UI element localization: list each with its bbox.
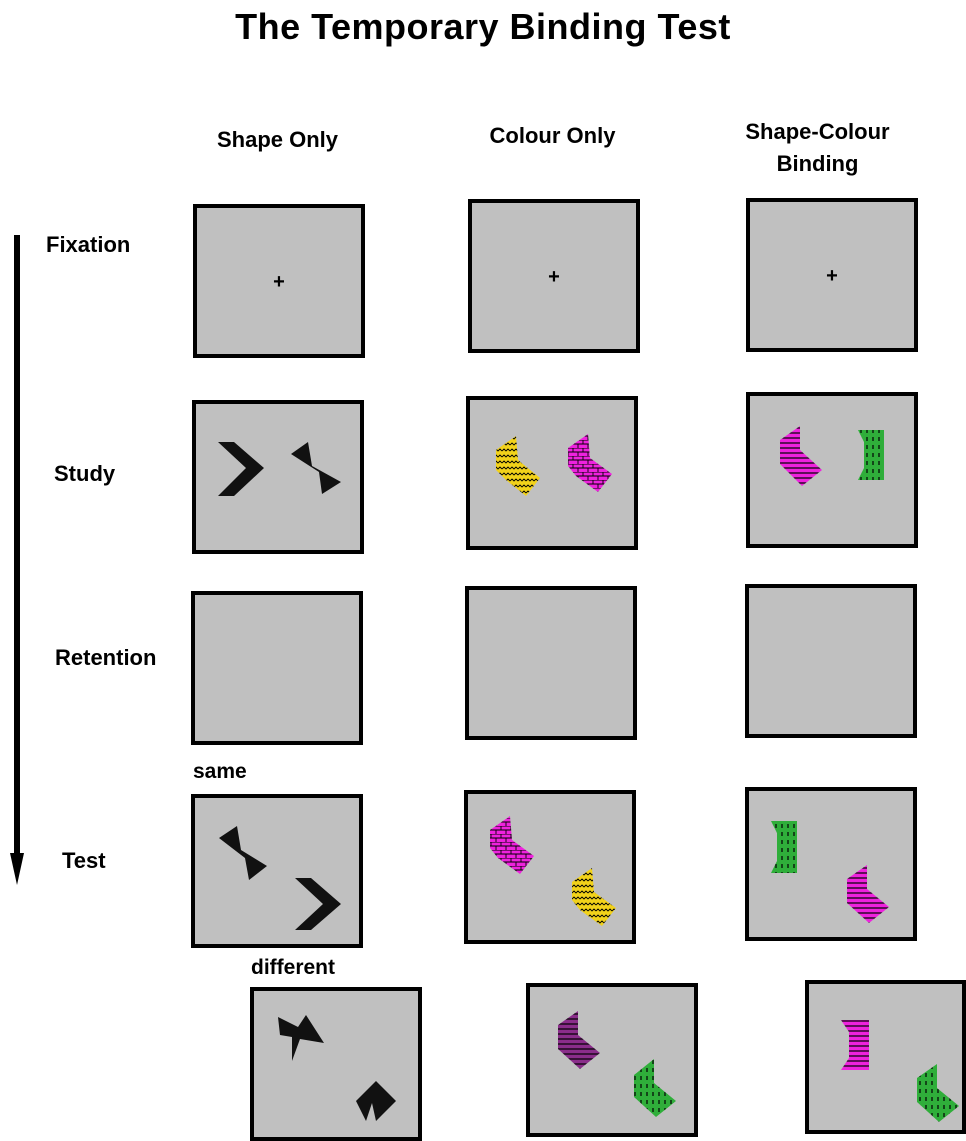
fixation-cross-icon: + xyxy=(273,271,285,293)
green-bracket-shape-icon xyxy=(858,430,884,480)
magenta-bracket-shape-icon xyxy=(841,1020,869,1070)
purple-striped-shape-icon xyxy=(558,1011,600,1069)
test-label-different: different xyxy=(251,956,335,979)
fixation-cross-icon: + xyxy=(826,265,838,287)
column-header-binding-line1: Shape-Colour xyxy=(745,119,890,144)
panel-shape-only-test-same xyxy=(191,794,363,948)
row-label-retention: Retention xyxy=(55,645,157,670)
panel-colour-only-fixation: + xyxy=(468,199,640,353)
chevron-shape-icon xyxy=(295,878,341,930)
yellow-shape-icon xyxy=(572,868,616,926)
magenta-shape-icon xyxy=(568,434,612,492)
column-header-shape-only: Shape Only xyxy=(216,127,339,152)
panel-binding-fixation: + xyxy=(746,198,918,352)
row-label-fixation: Fixation xyxy=(46,232,131,257)
chevron-shape-icon xyxy=(218,442,264,496)
zigzag-shape-icon xyxy=(219,826,267,880)
magenta-shape-icon xyxy=(490,816,534,874)
magenta-striped-shape-icon xyxy=(780,426,822,486)
panel-binding-test-same xyxy=(745,787,917,941)
magenta-striped-shape-icon xyxy=(847,865,889,923)
fixation-cross-icon: + xyxy=(548,266,560,288)
panel-colour-only-test-same xyxy=(464,790,636,944)
panel-binding-study xyxy=(746,392,918,548)
column-header-shape-colour-binding: Shape-Colour Binding xyxy=(735,116,900,180)
panel-colour-only-retention xyxy=(465,586,637,740)
panel-binding-test-different xyxy=(805,980,966,1134)
test-label-same: same xyxy=(193,760,247,783)
panel-binding-retention xyxy=(745,584,917,738)
green-shape-icon xyxy=(917,1064,959,1122)
page-title: The Temporary Binding Test xyxy=(235,6,731,47)
row-label-test: Test xyxy=(62,848,106,873)
panel-colour-only-test-different xyxy=(526,983,698,1137)
yellow-shape-icon xyxy=(496,436,540,496)
panel-shape-only-fixation: + xyxy=(193,204,365,358)
star-shape-icon xyxy=(278,1015,324,1061)
row-label-study: Study xyxy=(54,461,116,486)
column-header-binding-line2: Binding xyxy=(776,151,859,176)
panel-colour-only-study xyxy=(466,396,638,550)
green-shape-icon xyxy=(634,1059,676,1117)
arrowhead-shape-icon xyxy=(356,1081,396,1121)
time-arrow xyxy=(10,235,24,885)
panel-shape-only-study xyxy=(192,400,364,554)
column-header-colour-only: Colour Only xyxy=(489,123,616,148)
panel-shape-only-test-different xyxy=(250,987,422,1141)
panel-shape-only-retention xyxy=(191,591,363,745)
green-bracket-shape-icon xyxy=(771,821,797,873)
zigzag-shape-icon xyxy=(291,442,341,494)
